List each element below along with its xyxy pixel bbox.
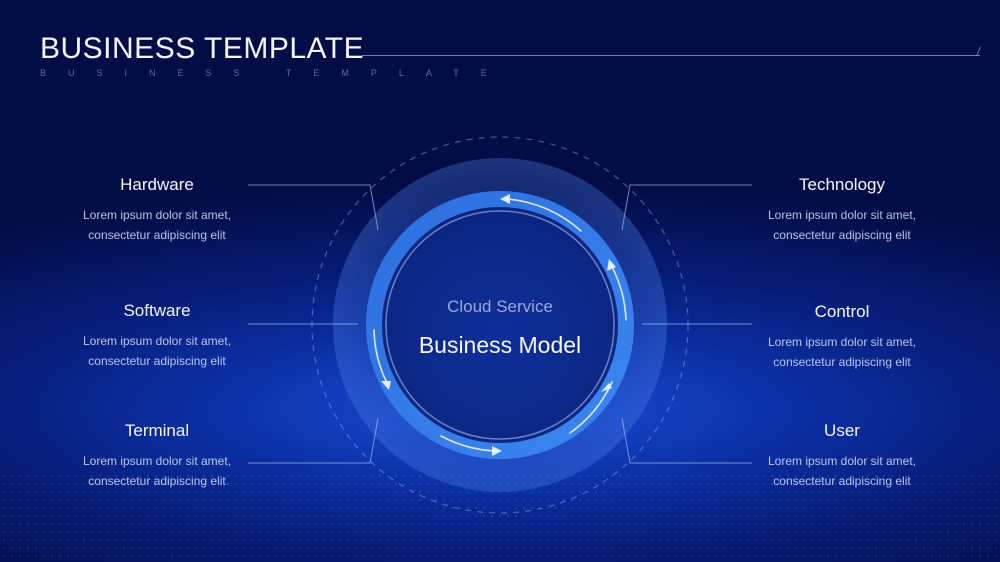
item-user: User Lorem ipsum dolor sit amet, consect… (752, 421, 932, 491)
connector-user (621, 417, 752, 464)
connectors (248, 184, 752, 464)
arrow-arc-bottom (440, 435, 497, 452)
center-subtitle: Cloud Service (447, 297, 553, 316)
page-title: BUSINESS TEMPLATE (40, 32, 365, 65)
item-control: Control Lorem ipsum dolor sit amet, cons… (752, 302, 932, 372)
item-technology: Technology Lorem ipsum dolor sit amet, c… (752, 175, 932, 245)
arrow-head-bottom-right (601, 383, 612, 392)
item-label: Hardware (120, 175, 194, 194)
item-desc-line2: consectetur adipiscing elit (88, 354, 226, 368)
item-desc-line1: Lorem ipsum dolor sit amet, (82, 454, 232, 468)
item-desc-line1: Lorem ipsum dolor sit amet, (82, 208, 232, 222)
item-label: Software (123, 301, 191, 320)
arrow-head-top (500, 194, 510, 204)
item-label: User (824, 421, 860, 440)
connector-hardware (248, 184, 379, 231)
inner-thin-ring (385, 210, 615, 440)
arrow-arc-top (506, 198, 582, 232)
page-subtitle: BUSINESS TEMPLATE (40, 68, 509, 78)
connector-terminal (248, 417, 379, 464)
center-title: Business Model (418, 332, 582, 358)
item-label: Technology (798, 175, 885, 194)
outer-dashed-circle (311, 136, 689, 514)
item-desc-line2: consectetur adipiscing elit (88, 228, 226, 242)
header-divider (362, 55, 980, 56)
item-label: Control (814, 302, 870, 321)
item-label: Terminal (124, 421, 190, 440)
item-desc-line2: consectetur adipiscing elit (773, 355, 911, 369)
item-desc-line1: Lorem ipsum dolor sit amet, (767, 208, 917, 222)
arrow-arc-right (610, 264, 627, 321)
item-desc-line2: consectetur adipiscing elit (88, 474, 226, 488)
arrow-head-right (607, 259, 616, 271)
item-desc-line1: Lorem ipsum dolor sit amet, (82, 334, 232, 348)
item-software: Software Lorem ipsum dolor sit amet, con… (67, 301, 247, 371)
arrow-head-left (381, 381, 391, 390)
item-terminal: Terminal Lorem ipsum dolor sit amet, con… (67, 421, 247, 491)
item-hardware: Hardware Lorem ipsum dolor sit amet, con… (67, 175, 247, 245)
item-desc-line1: Lorem ipsum dolor sit amet, (767, 454, 917, 468)
item-desc-line2: consectetur adipiscing elit (773, 228, 911, 242)
arrow-head-bottom (492, 446, 502, 456)
main-ring (366, 191, 634, 459)
arrow-heads (381, 194, 616, 456)
item-desc-line2: consectetur adipiscing elit (773, 474, 911, 488)
item-desc-line1: Lorem ipsum dolor sit amet, (767, 335, 917, 349)
connector-technology (621, 184, 752, 231)
